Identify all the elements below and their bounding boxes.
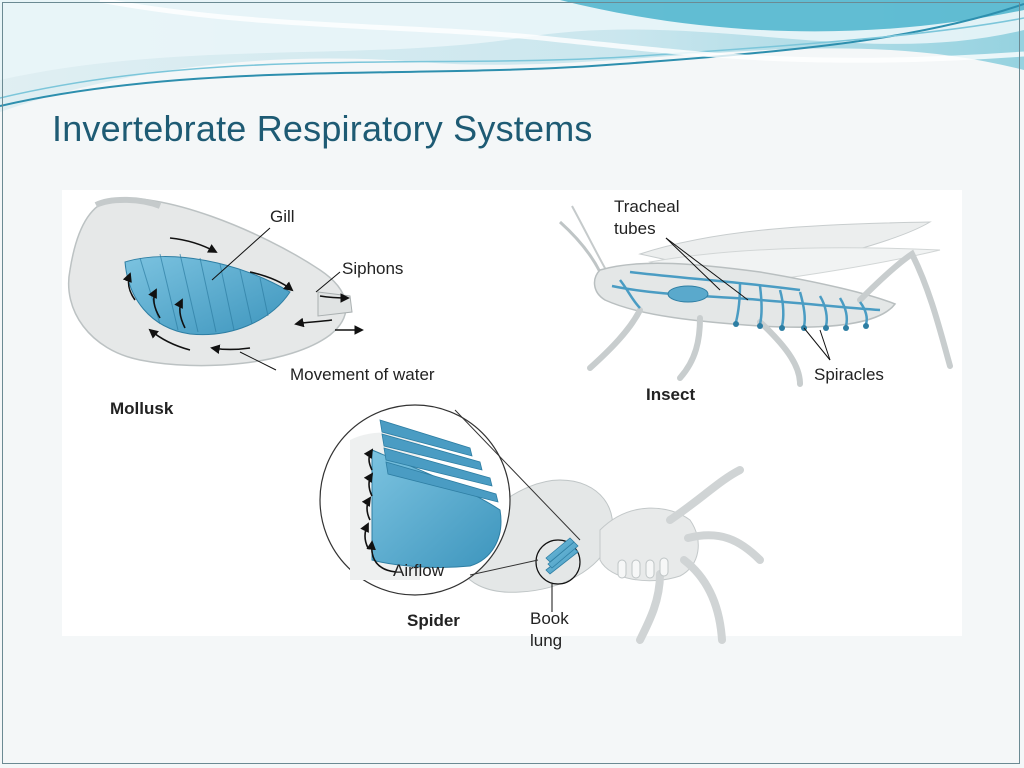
label-siphons: Siphons: [342, 259, 404, 278]
label-spiracles: Spiracles: [814, 365, 884, 384]
page-title: Invertebrate Respiratory Systems: [52, 108, 593, 149]
spider-illustration: [319, 404, 764, 644]
label-spider: Spider: [407, 611, 460, 630]
label-insect: Insect: [646, 385, 696, 404]
label-movement-of-water: Movement of water: [290, 365, 435, 384]
label-book-lung: Book lung: [530, 609, 569, 650]
mollusk-illustration: [67, 196, 364, 371]
header-wave-decoration: [0, 0, 1024, 112]
label-tracheal-tubes: Tracheal tubes: [614, 197, 680, 238]
label-gill: Gill: [270, 207, 295, 226]
label-mollusk: Mollusk: [110, 399, 174, 418]
label-airflow: Airflow: [393, 561, 445, 580]
insect-illustration: [558, 205, 953, 387]
